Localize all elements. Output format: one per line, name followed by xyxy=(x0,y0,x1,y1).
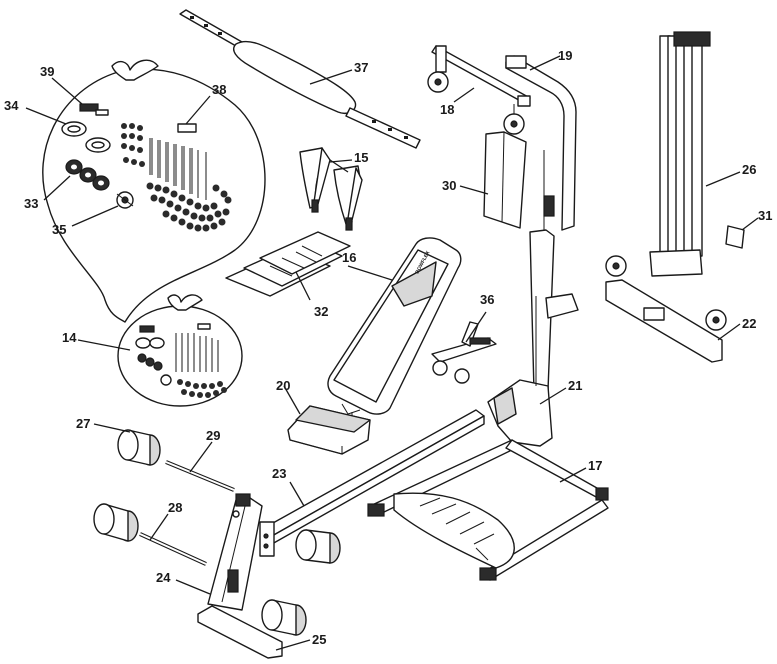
small-bag-hardware xyxy=(135,323,227,398)
part-27-rollers xyxy=(117,429,161,466)
label-38: 38 xyxy=(212,82,226,97)
part-26-power-rods xyxy=(649,31,711,277)
label-26: 26 xyxy=(742,162,756,177)
part-34-links xyxy=(61,121,111,153)
label-18: 18 xyxy=(440,102,454,117)
label-25: 25 xyxy=(312,632,326,647)
part-24-front-upright xyxy=(207,493,263,611)
label-24: 24 xyxy=(156,570,171,585)
label-17: 17 xyxy=(588,458,602,473)
part-30-shroud xyxy=(483,131,527,229)
part-35-knob xyxy=(116,191,134,209)
part-32-manuals xyxy=(225,231,351,297)
part-16-bench-seat: BOWFLEX xyxy=(327,237,462,420)
label-33: 33 xyxy=(24,196,38,211)
label-35: 35 xyxy=(52,222,66,237)
part-labels: 39 34 38 33 35 14 37 15 16 32 18 19 30 3… xyxy=(4,48,772,647)
part-29-rod xyxy=(165,460,235,492)
part-37-strap xyxy=(179,9,421,149)
label-20: 20 xyxy=(276,378,290,393)
label-14: 14 xyxy=(62,330,77,345)
bolts xyxy=(149,138,207,200)
label-21: 21 xyxy=(568,378,582,393)
part-17-base-frame xyxy=(367,439,609,581)
small-hardware-bag xyxy=(117,294,243,407)
part-15-handles xyxy=(299,147,363,231)
part-39-clip xyxy=(79,103,109,116)
label-22: 22 xyxy=(742,316,756,331)
part-28-rollers xyxy=(93,503,139,542)
large-bag-hardware xyxy=(61,103,232,232)
leader-lines xyxy=(25,55,759,651)
part-33-washers xyxy=(65,159,110,191)
label-23: 23 xyxy=(272,466,286,481)
part-31-plate xyxy=(725,225,745,249)
label-37: 37 xyxy=(354,60,368,75)
nuts xyxy=(121,123,232,232)
label-31: 31 xyxy=(758,208,772,223)
label-29: 29 xyxy=(206,428,220,443)
part-38-label xyxy=(177,123,197,133)
part-19-upright xyxy=(505,55,577,231)
label-32: 32 xyxy=(314,304,328,319)
label-39: 39 xyxy=(40,64,54,79)
label-19: 19 xyxy=(558,48,572,63)
part-20-seat-pad xyxy=(287,405,371,455)
label-30: 30 xyxy=(442,178,456,193)
part-18-top-crossbar xyxy=(427,45,531,135)
label-28: 28 xyxy=(168,500,182,515)
label-15: 15 xyxy=(354,150,368,165)
label-16: 16 xyxy=(342,250,356,265)
part-23-rail xyxy=(259,409,485,557)
part-28-rod xyxy=(139,532,207,566)
part-21-tower xyxy=(487,229,579,447)
label-36: 36 xyxy=(480,292,494,307)
part-22-rod-base xyxy=(605,255,727,363)
lower-rollers xyxy=(261,529,341,636)
label-34: 34 xyxy=(4,98,19,113)
part-36-seat-bracket xyxy=(431,321,497,384)
label-27: 27 xyxy=(76,416,90,431)
part-25-foot-base xyxy=(197,605,283,659)
